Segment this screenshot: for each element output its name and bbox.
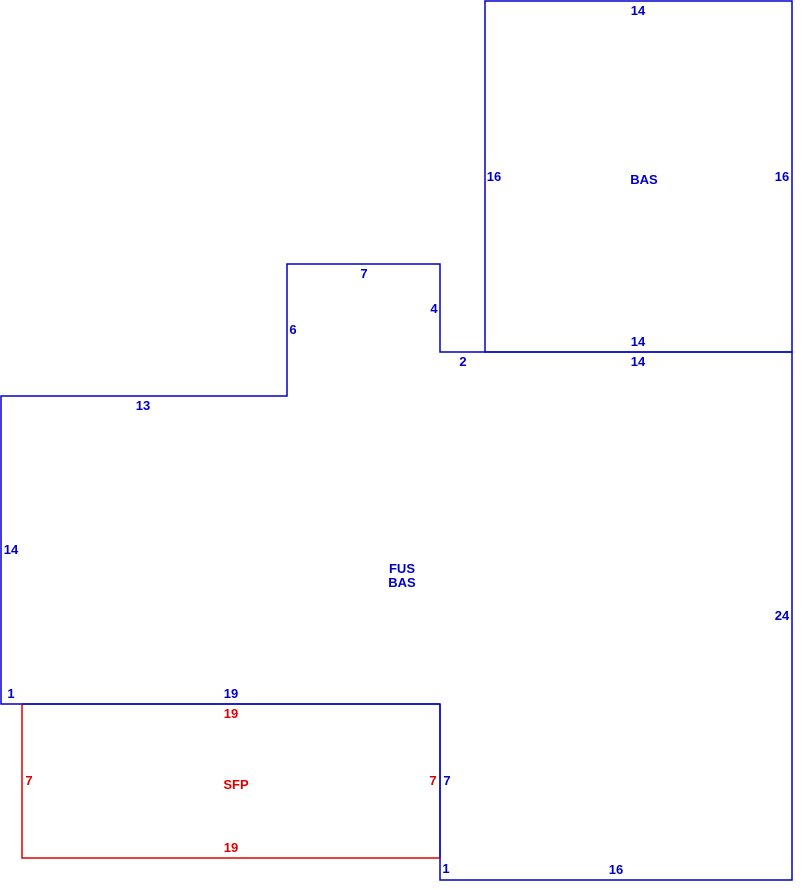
dim-notch-right: 7 bbox=[443, 773, 451, 788]
dim-porch-top: 19 bbox=[223, 706, 239, 721]
dim-step-left: 6 bbox=[289, 322, 297, 337]
dim-upper-bottom: 14 bbox=[630, 334, 646, 349]
area-label-upper-bas: BAS bbox=[630, 172, 658, 187]
dim-porch-right: 7 bbox=[429, 773, 437, 788]
dim-porch-bottom: 19 bbox=[223, 840, 239, 855]
dim-upper-left: 16 bbox=[486, 169, 502, 184]
dim-upper-right: 16 bbox=[774, 169, 790, 184]
area-label-porch: SFP bbox=[223, 777, 249, 792]
dim-main-bottom-over-porch: 19 bbox=[223, 686, 239, 701]
dim-main-bottom: 16 bbox=[608, 862, 624, 877]
dim-upper-top: 14 bbox=[630, 3, 646, 18]
dim-ledge-small: 2 bbox=[459, 354, 467, 369]
area-label-main-bas: BAS bbox=[388, 575, 416, 590]
area-label-fus: FUS bbox=[388, 561, 415, 576]
main-floor-outline bbox=[0, 263, 793, 881]
area-label-main: FUS BAS bbox=[388, 562, 415, 590]
dim-main-bottom-left-jog: 1 bbox=[7, 686, 15, 701]
dim-main-top-right: 14 bbox=[630, 354, 646, 369]
dim-main-right: 24 bbox=[774, 608, 790, 623]
dim-main-left: 14 bbox=[3, 542, 19, 557]
dim-main-top-left: 13 bbox=[135, 398, 151, 413]
dim-step-right: 4 bbox=[430, 301, 438, 316]
dim-porch-left: 7 bbox=[25, 773, 33, 788]
dim-bottom-jog: 1 bbox=[442, 861, 450, 876]
porch-outline bbox=[21, 704, 440, 859]
dim-step-top: 7 bbox=[360, 266, 368, 281]
